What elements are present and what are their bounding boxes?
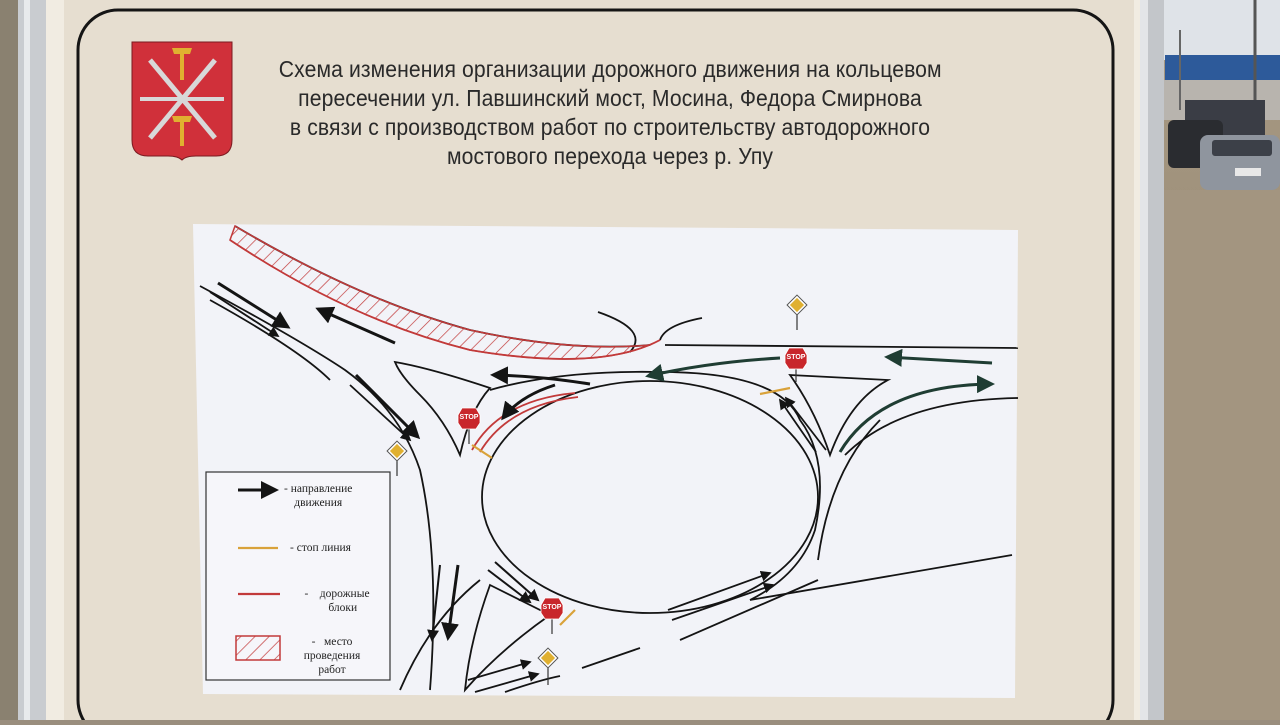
legend-road-blocks-label: - дорожные блоки bbox=[304, 588, 370, 614]
priority-road-sign-icon bbox=[786, 294, 808, 330]
title-line: в связи с производством работ по строите… bbox=[289, 114, 931, 140]
stop-sign-label: STOP bbox=[786, 354, 806, 361]
stop-sign-icon bbox=[540, 597, 564, 620]
traffic-arrows-green bbox=[645, 348, 995, 453]
stop-sign-icon bbox=[784, 347, 808, 370]
priority-road-sign-icon bbox=[537, 647, 559, 685]
priority-road-sign-icon bbox=[386, 440, 408, 476]
stop-sign-icon bbox=[457, 407, 481, 430]
title-line: Схема изменения организации дорожного дв… bbox=[278, 56, 942, 82]
traffic-arrows-black bbox=[209, 281, 827, 693]
legend-direction-label: - направление движения bbox=[284, 483, 353, 509]
poster-title: Схема изменения организации дорожного дв… bbox=[278, 55, 942, 171]
stop-sign-label: STOP bbox=[542, 604, 562, 611]
coat-of-arms-icon bbox=[131, 41, 233, 161]
legend-work-zone-label: - место проведения работ bbox=[303, 636, 361, 676]
legend bbox=[205, 471, 391, 681]
legend-stop-line-label: - стоп линия bbox=[290, 542, 351, 554]
title-line: пересечении ул. Павшинский мост, Мосина,… bbox=[298, 85, 922, 111]
stop-lines bbox=[471, 386, 791, 626]
scheme-map bbox=[193, 224, 1019, 698]
stop-sign-label: STOP bbox=[459, 414, 479, 421]
title-line: мостового перехода через р. Упу bbox=[446, 143, 774, 169]
